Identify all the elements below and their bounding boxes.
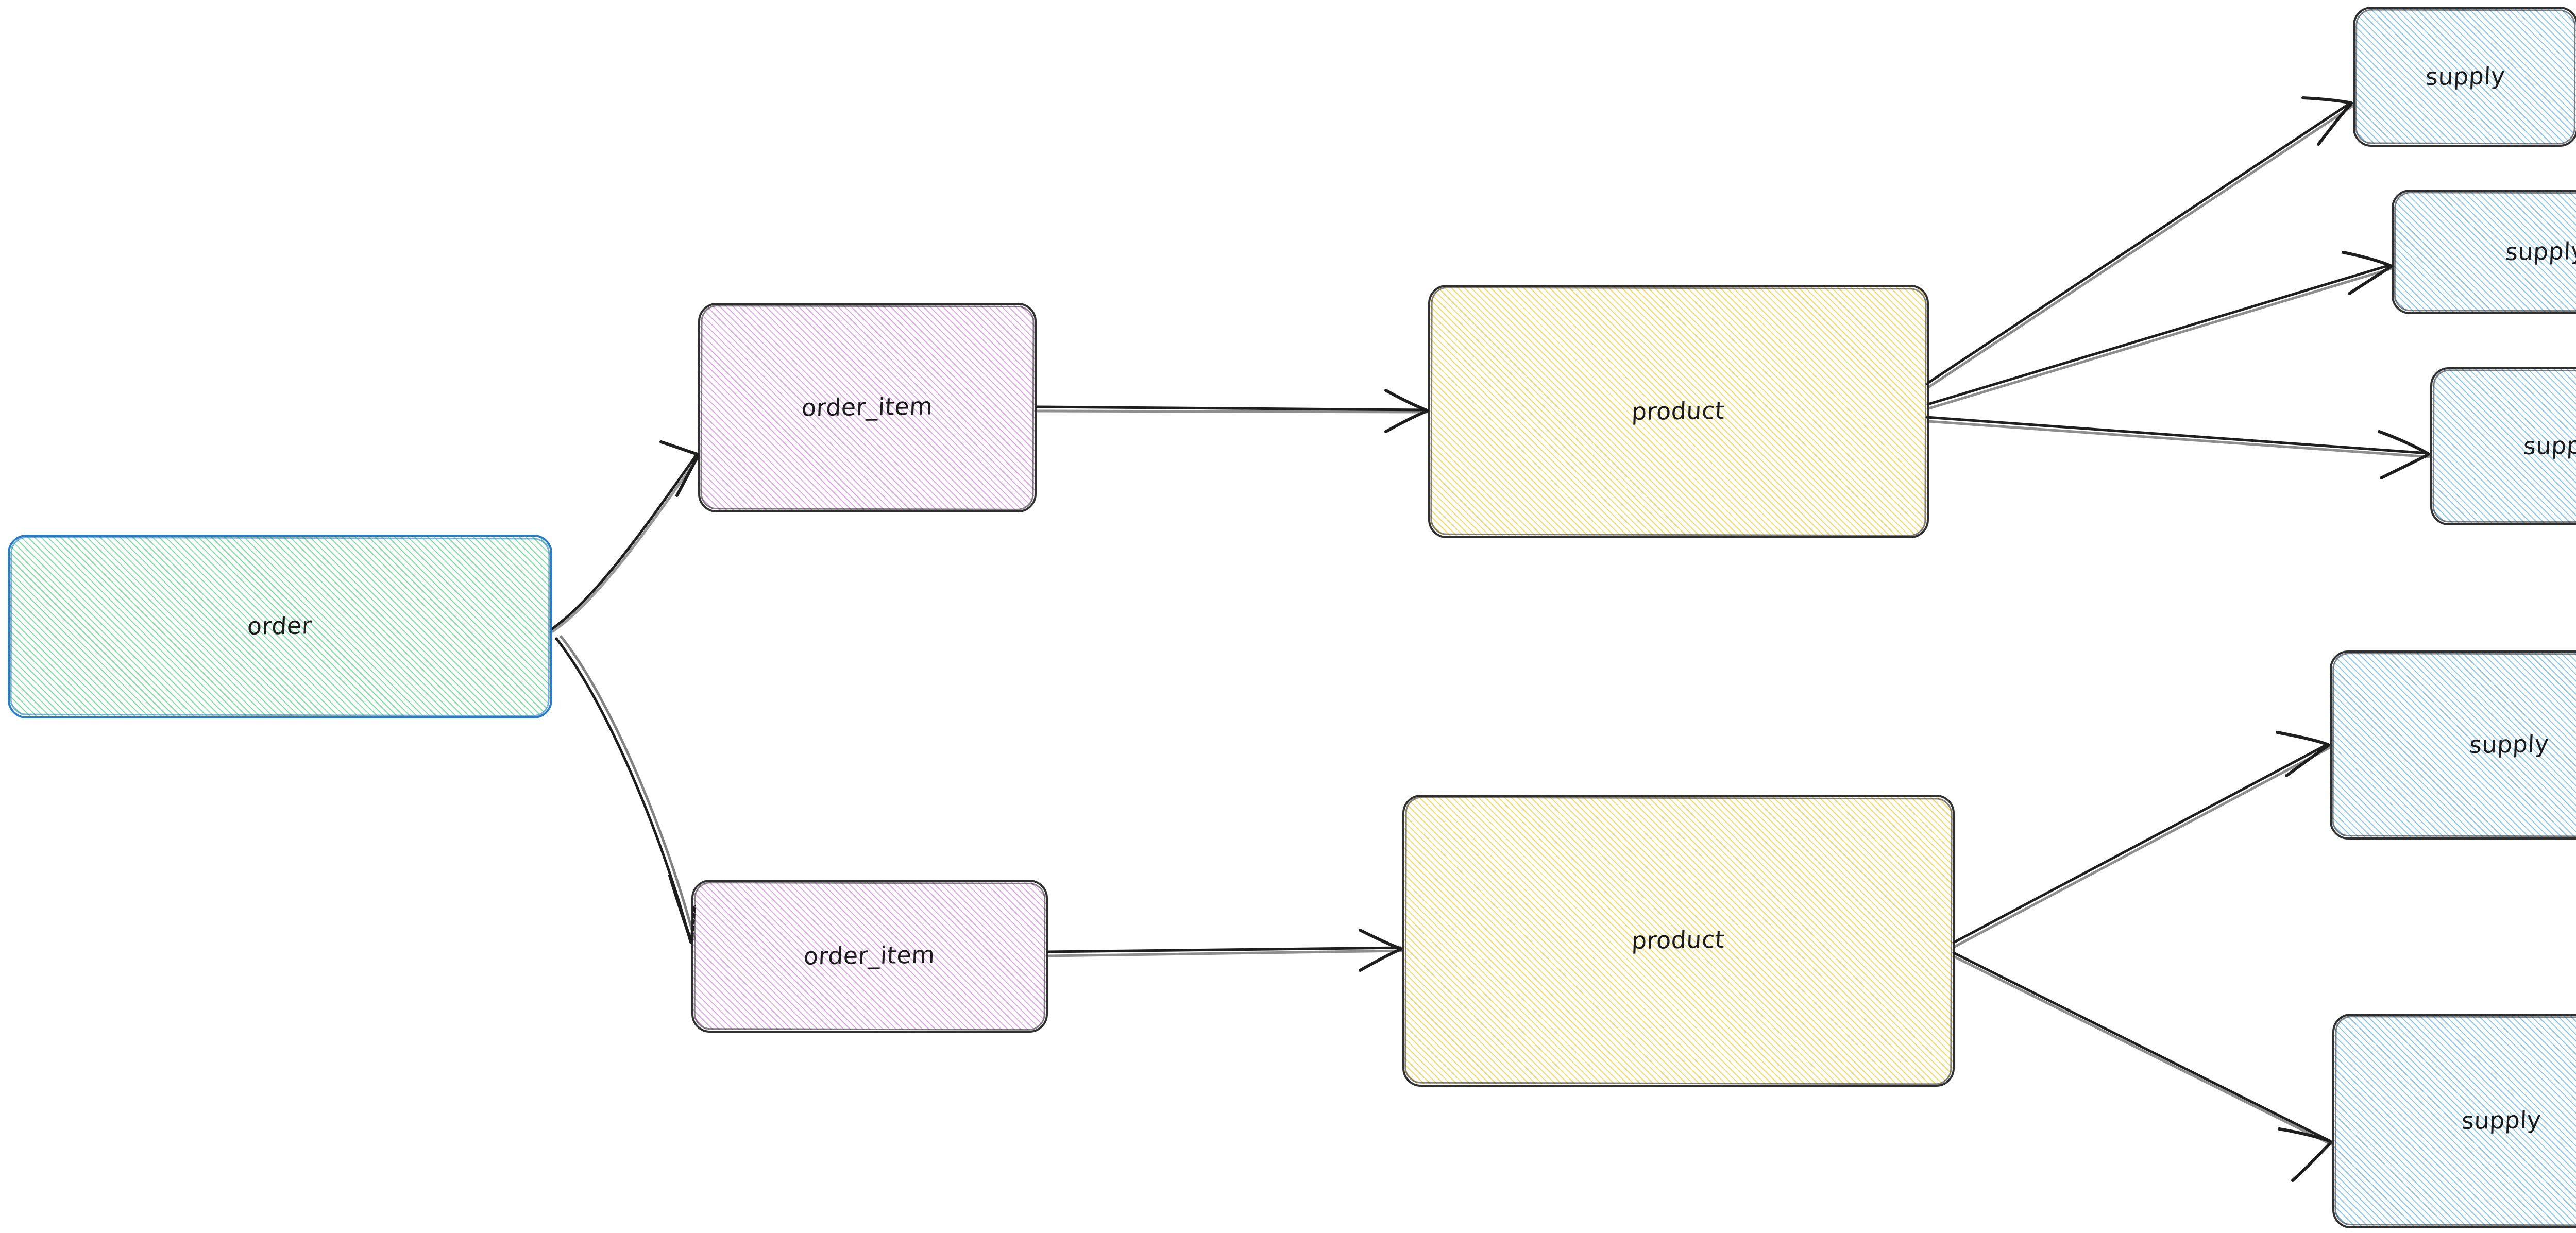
edge-product-2-to-supply-4 — [1952, 731, 2331, 948]
node-label-product-1: product — [1631, 396, 1725, 425]
edge-order-to-order-item-1 — [550, 440, 700, 633]
node-label-product-2: product — [1631, 925, 1725, 955]
node-label-supply-5: supply — [2461, 1106, 2542, 1135]
edge-product-1-to-supply-1 — [1925, 96, 2354, 389]
node-label-supply-2: supply — [2504, 236, 2576, 266]
node-supply-2[interactable]: supply — [2392, 190, 2576, 314]
edge-product-1-to-supply-2 — [1926, 251, 2393, 410]
node-label-order-item-2: order_item — [803, 940, 936, 970]
node-label-supply-4: supply — [2468, 730, 2550, 759]
node-product-1[interactable]: product — [1428, 285, 1929, 538]
edge-order-item-1-to-product-1 — [1035, 389, 1429, 433]
edge-product-1-to-supply-3 — [1925, 416, 2430, 480]
edge-order-item-2-to-product-2 — [1046, 929, 1403, 972]
node-order-item-1[interactable]: order_item — [698, 303, 1037, 512]
node-label-supply-1: supply — [2425, 61, 2506, 91]
node-label-supply-3: supply — [2522, 431, 2576, 460]
node-product-2[interactable]: product — [1402, 795, 1955, 1087]
edge-order-to-order-item-2 — [555, 635, 696, 944]
node-order-item-2[interactable]: order_item — [691, 880, 1048, 1033]
node-label-order: order — [247, 611, 313, 640]
node-supply-4[interactable]: supply — [2330, 650, 2576, 840]
node-order[interactable]: order — [8, 535, 552, 718]
node-supply-5[interactable]: supply — [2332, 1014, 2576, 1228]
node-label-order-item-1: order_item — [801, 392, 934, 422]
node-supply-1[interactable]: supply — [2353, 7, 2576, 147]
edge-product-2-to-supply-5 — [1952, 951, 2333, 1182]
node-supply-3[interactable]: supply — [2430, 367, 2576, 525]
